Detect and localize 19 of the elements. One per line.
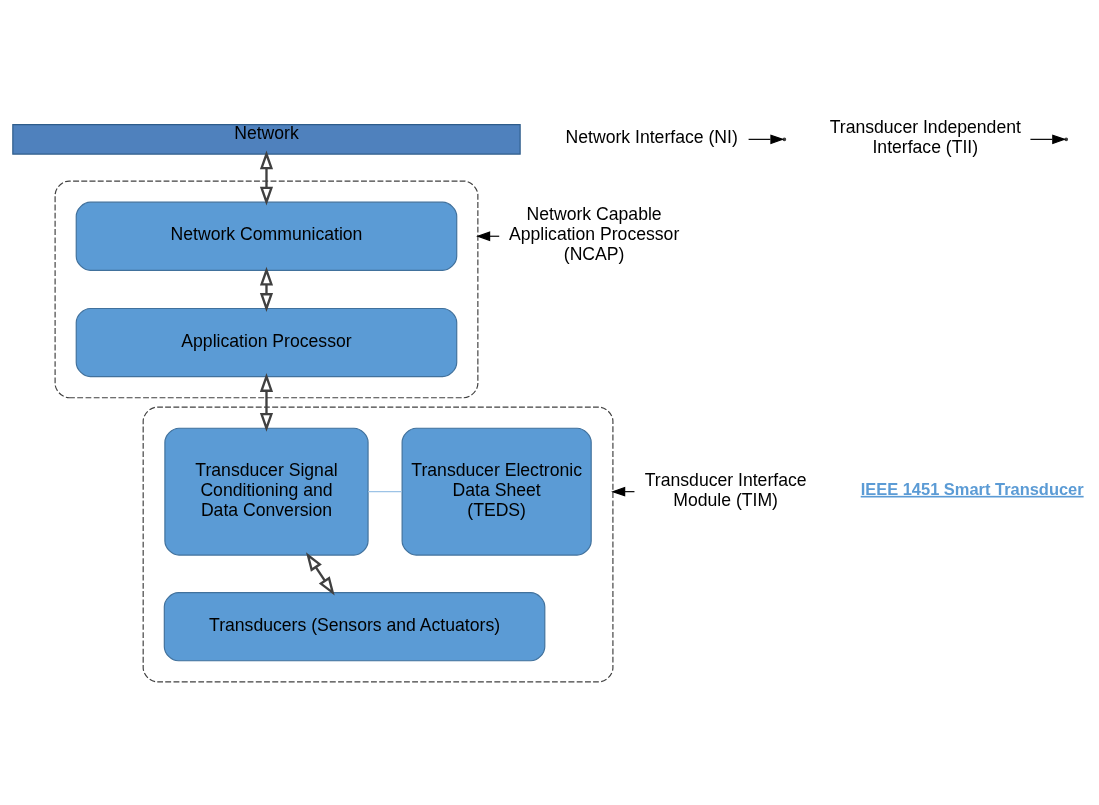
node-box: Application Processor (75, 307, 458, 377)
node-text: Network Interface (NI) (565, 126, 738, 147)
label: IEEE 1451 Smart Transducer (860, 479, 1084, 498)
arrow (259, 150, 274, 205)
node-box: Transducers (Sensors and Actuators) (163, 591, 546, 661)
cluster (54, 179, 479, 398)
cluster (142, 406, 614, 682)
node-box: Transducer Electronic Data Sheet (TEDS) (401, 427, 592, 556)
node-text: Transducer Interface Module (TIM) (644, 469, 807, 510)
arrow (305, 551, 335, 596)
arrow (259, 372, 274, 432)
node-box: Network Communication (75, 201, 458, 271)
node-text: Network Capable Application Processor (NCAP) (508, 203, 680, 264)
arrow (748, 133, 785, 144)
node-text: Transducer Independent Interface (TII) (829, 116, 1021, 157)
arrow (259, 266, 274, 312)
node-box: Network (12, 123, 521, 155)
connector (367, 490, 403, 492)
node-box: Transducer Signal Conditioning and Data Conversion (164, 427, 369, 556)
